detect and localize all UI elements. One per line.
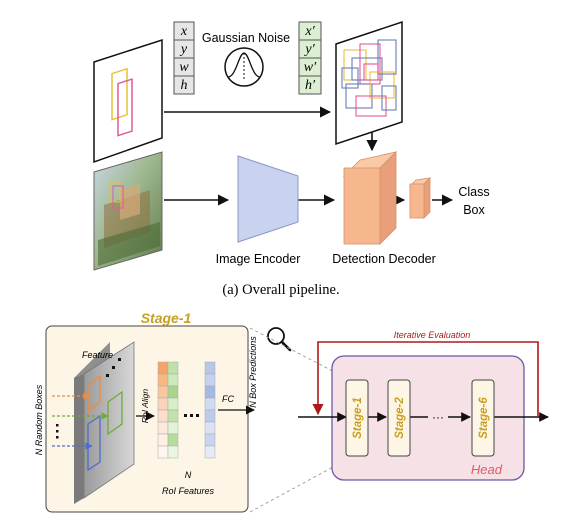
param-h-noisy: h′ xyxy=(305,78,316,93)
stage-6-label: Stage-6 xyxy=(478,397,490,439)
input-image xyxy=(93,151,163,271)
roi-box-blue xyxy=(87,414,101,472)
gaussian-noise-label: Gaussian Noise xyxy=(202,31,290,45)
stage-1-label: Stage-1 xyxy=(352,397,364,439)
detection-decoder-label: Detection Decoder xyxy=(332,252,436,266)
feature-label: Feature xyxy=(82,350,113,360)
output-box-label: Box xyxy=(463,203,485,217)
roi-features-label: RoI Features xyxy=(162,486,215,496)
roi-features-ellipsis xyxy=(184,414,199,417)
n-label: N xyxy=(185,470,192,480)
stage1-panel-title: Stage-1 xyxy=(141,310,192,326)
iterative-label: Iterative Evaluation xyxy=(394,330,471,340)
detection-decoder-block xyxy=(342,151,398,245)
param-x-noisy: x′ xyxy=(304,24,315,39)
param-w: w xyxy=(179,60,189,75)
roi-align-label: RoI Align xyxy=(140,389,150,423)
feature-dots xyxy=(106,358,121,377)
feature-map xyxy=(74,341,135,504)
roi-feature-orange xyxy=(157,361,169,459)
stage-box-2: Stage-2 xyxy=(387,379,411,457)
zoom-line-top xyxy=(249,327,347,379)
roi-box-green xyxy=(107,390,123,436)
output-feature-block xyxy=(408,177,432,219)
random-boxes-label: N Random Boxes xyxy=(34,384,44,455)
param-y-noisy: y′ xyxy=(303,42,315,57)
random-boxes-ellipsis xyxy=(56,424,59,439)
noisy-boxes-card xyxy=(335,20,403,146)
iterative-loop xyxy=(312,341,539,417)
stages-ellipsis: ··· xyxy=(432,410,444,424)
box-predictions-label: N Box Predictions xyxy=(248,336,258,408)
roi-feature-blue xyxy=(204,361,216,459)
roi-box-orange xyxy=(87,374,101,414)
image-encoder-label: Image Encoder xyxy=(216,252,301,266)
stage-box-6: Stage-6 xyxy=(471,379,495,457)
magnifier-icon xyxy=(267,327,292,352)
fc-label: FC xyxy=(222,394,234,404)
stage-box-1: Stage-1 xyxy=(345,379,369,457)
param-y: y xyxy=(179,42,188,57)
gt-boxes-card xyxy=(93,38,163,164)
param-w-noisy: w′ xyxy=(304,60,317,75)
box-params-stack: x y w h xyxy=(173,21,195,95)
gaussian-icon xyxy=(224,47,264,87)
param-x: x xyxy=(180,24,188,39)
zoom-line-bottom xyxy=(249,459,347,513)
stage-2-label: Stage-2 xyxy=(394,397,406,439)
image-encoder-block xyxy=(237,155,299,243)
noisy-params-stack: x′ y′ w′ h′ xyxy=(298,21,322,95)
roi-feature-green xyxy=(167,361,179,459)
param-h: h xyxy=(181,78,188,93)
head-label: Head xyxy=(471,462,503,477)
output-class-label: Class xyxy=(458,185,489,199)
caption-a: (a) Overall pipeline. xyxy=(222,282,339,298)
